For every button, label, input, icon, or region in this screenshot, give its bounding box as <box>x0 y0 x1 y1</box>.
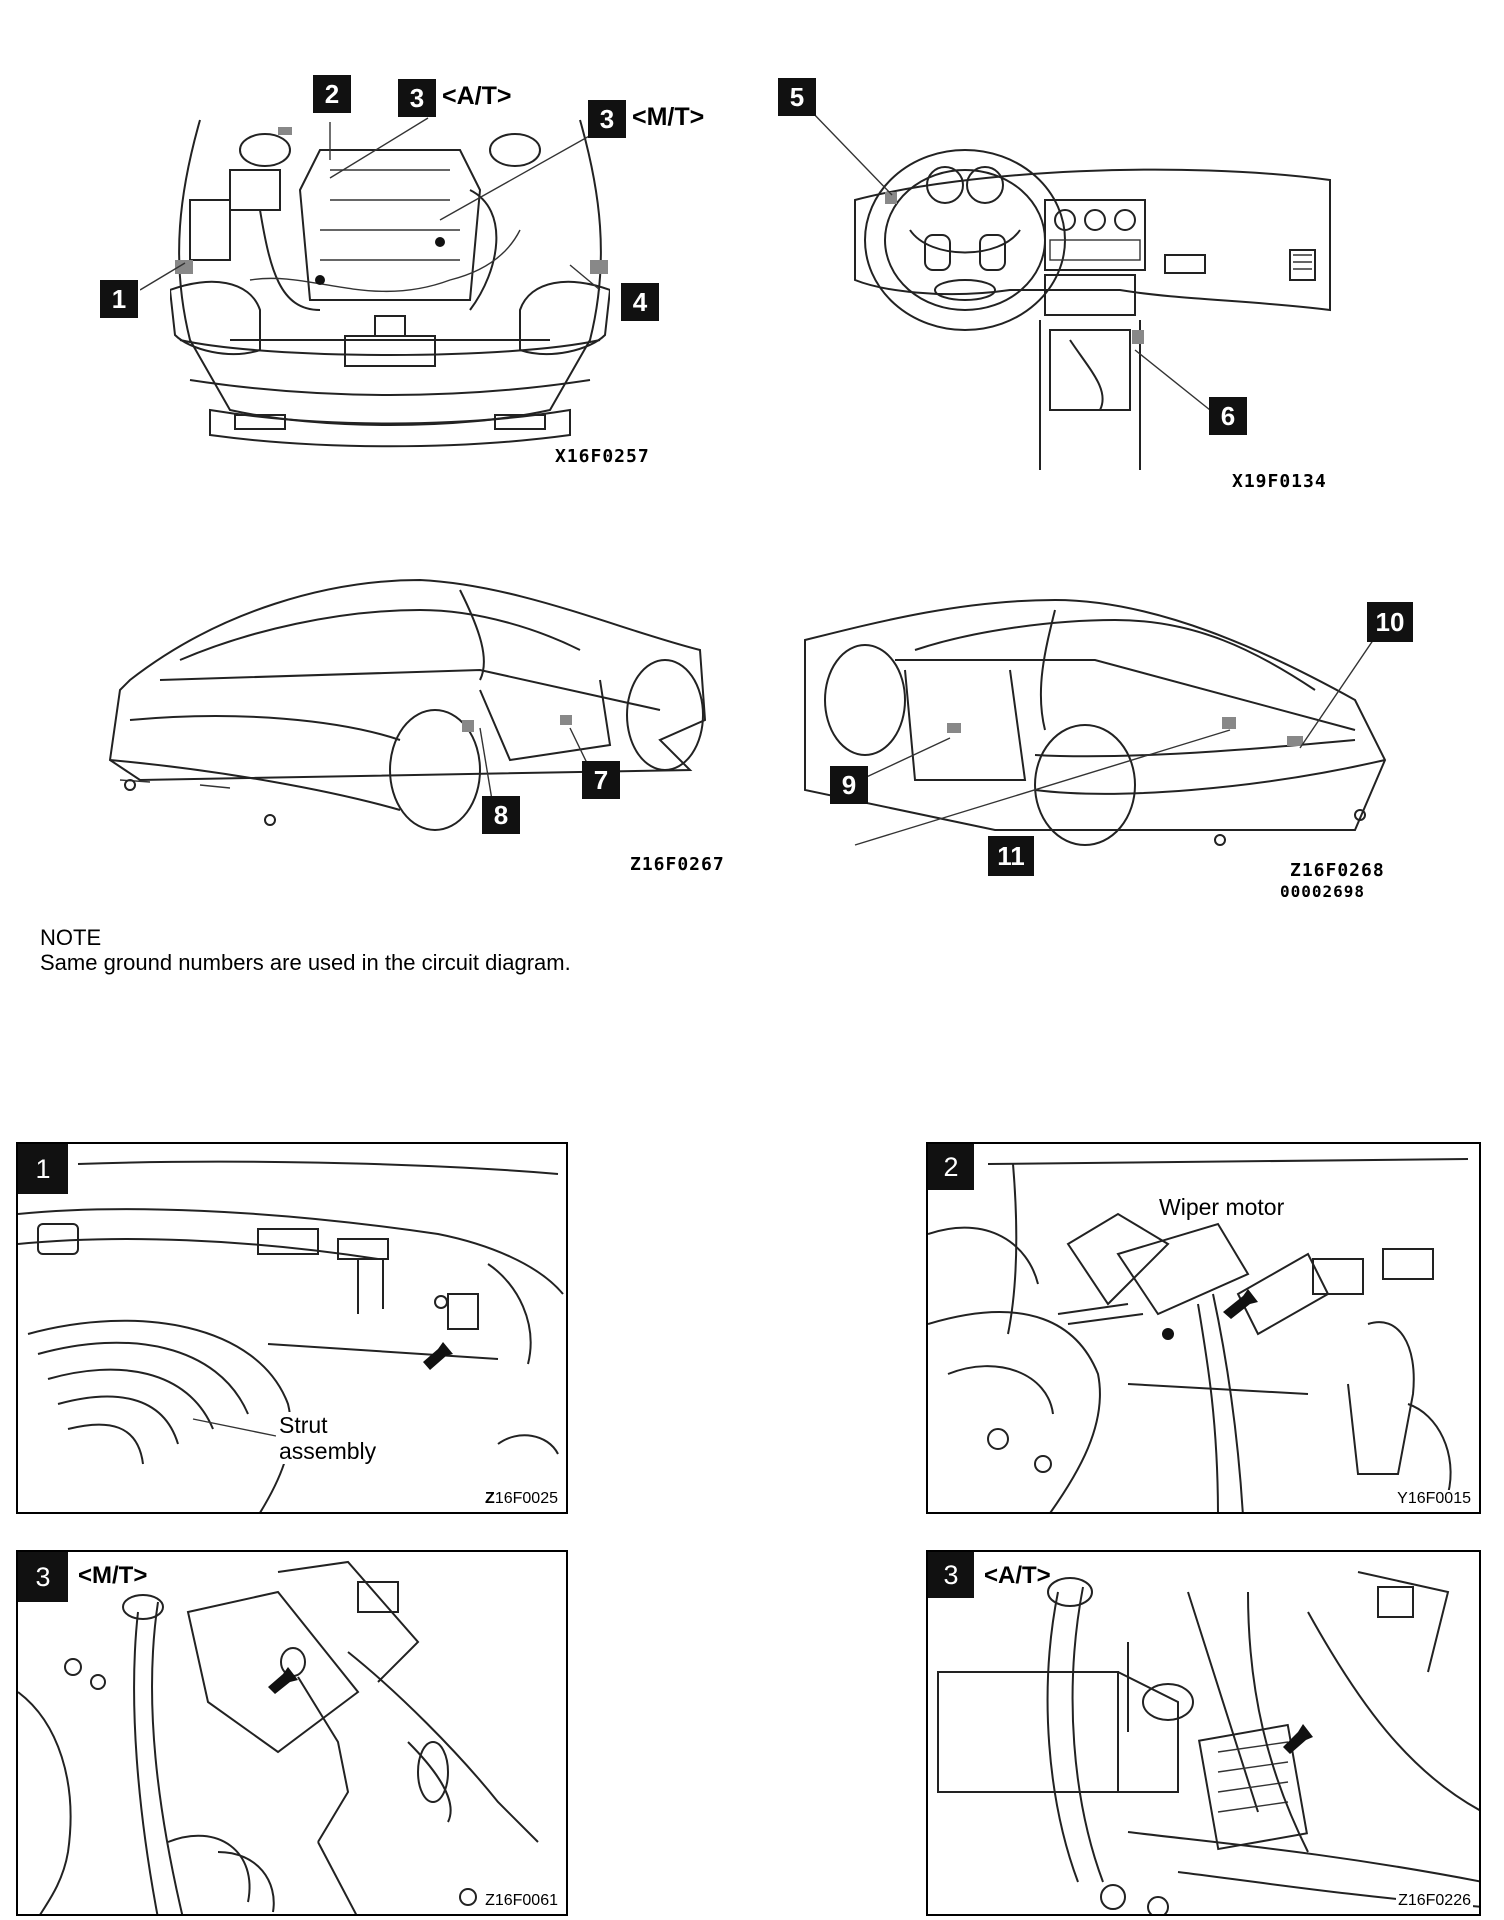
note-block: NOTE Same ground numbers are used in the… <box>40 925 571 975</box>
callout-3-mt: 3 <box>588 100 626 138</box>
rear-left-car-illustration <box>108 578 707 831</box>
callout-3-at-tag: <A/T> <box>442 82 512 110</box>
callout-6: 6 <box>1209 397 1247 435</box>
rear-right-leaders <box>854 629 1381 846</box>
callout-11: 11 <box>988 836 1034 876</box>
engine-bay-leaders <box>140 117 601 291</box>
figure-code: X16F0257 <box>555 446 650 467</box>
engine-bay-illustration <box>170 119 610 448</box>
callout-10: 10 <box>1367 602 1413 642</box>
detail-1-figure-code: Z16F0025 <box>483 1490 560 1508</box>
note-heading: NOTE <box>40 925 102 950</box>
detail-2-figure-code: Y16F0015 <box>1395 1490 1473 1508</box>
detail-panel-3-at: 3 <A/T> Z16F0226 <box>926 1550 1481 1916</box>
callout-4: 4 <box>621 283 659 321</box>
rear-right-figure-code: Z16F0268 <box>1290 860 1385 881</box>
callout-2: 2 <box>313 75 351 113</box>
detail-3-at-badge: 3 <box>928 1552 974 1598</box>
callout-7: 7 <box>582 761 620 799</box>
detail-3-mt-illustration <box>18 1560 539 1914</box>
rear-left-figure-code: Z16F0267 <box>630 854 725 875</box>
dashboard-figure-code: X19F0134 <box>1232 471 1327 492</box>
detail-2-badge: 2 <box>928 1144 974 1190</box>
callout-5: 5 <box>778 78 816 116</box>
detail-2-label: Wiper motor <box>1156 1194 1288 1220</box>
detail-3-mt-badge: 3 <box>18 1552 68 1602</box>
detail-1-label-line-2: assembly <box>276 1438 380 1464</box>
detail-1-code: 16F0025 <box>494 1490 558 1507</box>
dashboard-leaders <box>809 110 1211 411</box>
detail-3-at-figure-code: Z16F0226 <box>1396 1892 1473 1910</box>
rear-right-car-illustration <box>804 598 1387 846</box>
detail-panel-1: 1 Strut assembly Z16F0025 <box>16 1142 568 1514</box>
detail-1-code-prefix: Z <box>485 1490 495 1507</box>
detail-panel-3-mt: 3 <M/T> Z16F0061 <box>16 1550 568 1916</box>
detail-3-mt-figure-code: Z16F0061 <box>483 1892 560 1910</box>
note-text: Same ground numbers are used in the circ… <box>40 950 571 975</box>
detail-panel-2: 2 Wiper motor Y16F0015 <box>926 1142 1481 1514</box>
detail-1-illustration <box>18 1160 564 1512</box>
document-id: 00002698 <box>1280 882 1366 901</box>
detail-1-label-line-1: Strut <box>276 1412 331 1438</box>
rear-left-leaders <box>479 727 601 801</box>
callout-3-mt-tag: <M/T> <box>632 103 705 131</box>
callout-8: 8 <box>482 796 520 834</box>
detail-3-at-tag: <A/T> <box>984 1562 1051 1589</box>
dashboard-illustration <box>854 149 1331 470</box>
callout-3-at: 3 <box>398 79 436 117</box>
detail-2-illustration <box>928 1158 1469 1512</box>
detail-3-at-illustration <box>937 1571 1479 1914</box>
detail-3-mt-tag: <M/T> <box>78 1562 148 1589</box>
callout-9: 9 <box>830 766 868 804</box>
detail-1-badge: 1 <box>18 1144 68 1194</box>
callout-1: 1 <box>100 280 138 318</box>
